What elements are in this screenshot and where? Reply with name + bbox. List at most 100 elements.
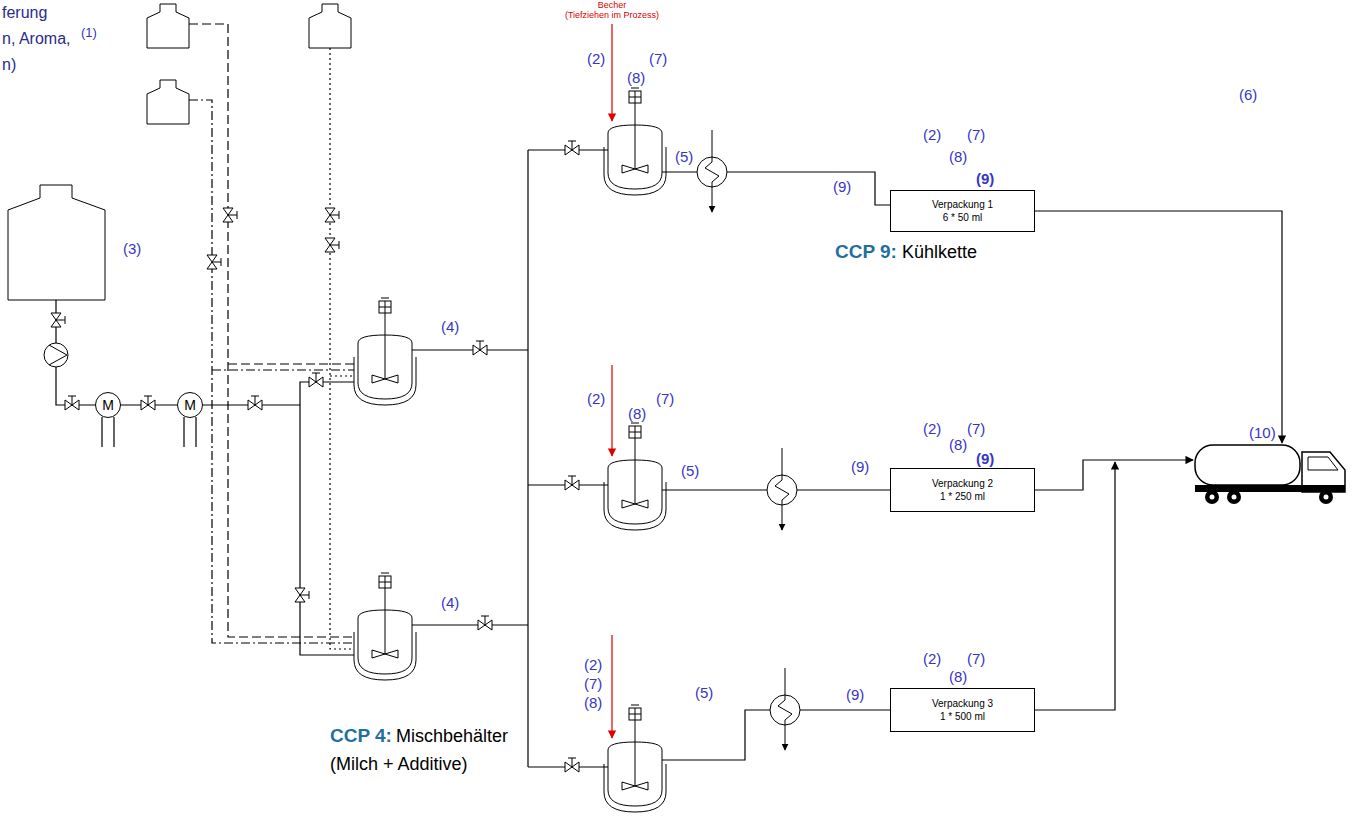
valve-symbol (565, 758, 579, 772)
additive-pipe (189, 24, 354, 637)
process-lines (56, 24, 1282, 767)
cup-arrow (611, 635, 612, 738)
pipe (1035, 460, 1193, 490)
cup-vessel (604, 705, 666, 812)
heat-exchanger (770, 668, 800, 750)
node-text: M (102, 398, 114, 412)
callout-number: (9) (832, 178, 852, 195)
callout-number: (2) (583, 656, 603, 673)
callout-number: (7) (966, 420, 986, 437)
packaging-box: Verpackung 16 * 50 ml (890, 190, 1035, 232)
pipe (528, 150, 608, 767)
mixing-vessel (354, 298, 416, 405)
cup-note: Becher (580, 1, 644, 11)
pipe (203, 382, 354, 655)
callout-number: (6) (1238, 86, 1258, 103)
callout-number: (8) (626, 69, 646, 86)
callout-number: (7) (583, 675, 603, 692)
valve-symbol (473, 341, 487, 355)
valve-symbol (141, 396, 155, 410)
mixing-vessel (354, 573, 416, 680)
packaging-box: Verpackung 31 * 500 ml (890, 688, 1035, 732)
ccp-label: CCP 4: (330, 722, 392, 750)
packaging-box: Verpackung 21 * 250 ml (890, 468, 1035, 512)
valve-symbol (295, 588, 309, 602)
callout-number: (8) (583, 694, 603, 711)
cup-vessel (604, 423, 666, 530)
callout-number: (2) (586, 390, 606, 407)
pump-symbol (49, 345, 67, 365)
callout-number: (2) (922, 650, 942, 667)
truck-tank (1195, 445, 1300, 485)
cup-note: (Tiefziehen im Prozess) (557, 11, 667, 21)
additive-tank (309, 4, 351, 48)
callout-number: (8) (948, 148, 968, 165)
pump-symbol (44, 343, 68, 367)
source-text: n, Aroma, (2, 30, 70, 48)
additive-tank (147, 80, 189, 124)
pipe (662, 489, 890, 490)
valve-symbol (51, 313, 65, 327)
callout-number: (5) (694, 684, 714, 701)
callout-number: (2) (922, 420, 942, 437)
ccp-label: CCP 9: (835, 238, 897, 266)
node-text: Verpackung 2 (932, 477, 993, 490)
callout-number: (8) (627, 405, 647, 422)
node-text: M (184, 398, 196, 412)
callout-number: (4) (440, 594, 460, 611)
node-text: 1 * 250 ml (940, 490, 985, 503)
tanker-truck (1195, 445, 1345, 504)
valve-symbol (223, 208, 237, 222)
valve-symbol (248, 396, 262, 410)
valve-symbol (325, 208, 339, 222)
meter-circle: M (177, 392, 203, 418)
callout-number: (8) (948, 436, 968, 453)
additive-pipe (189, 100, 354, 643)
valve-symbol (65, 396, 79, 410)
ccp-text: Kühlkette (902, 238, 977, 266)
callout-number: (9) (845, 686, 865, 703)
truck-wheel (1205, 490, 1219, 504)
heat-exchanger (767, 448, 797, 530)
heat-exchanger (697, 130, 727, 212)
callout-number: (4) (440, 318, 460, 335)
callout-number: (7) (655, 390, 675, 407)
truck-hub (1210, 495, 1215, 500)
meter-circle: M (95, 392, 121, 418)
callout-number: (9) (850, 458, 870, 475)
pipe (412, 350, 528, 625)
truck-wheel (1227, 490, 1241, 504)
pipe (1035, 211, 1282, 443)
truck-window (1308, 457, 1338, 470)
callout-number: (5) (674, 148, 694, 165)
callout-number: (7) (966, 126, 986, 143)
callout-number: (9) (975, 450, 995, 467)
vessels (354, 88, 800, 812)
truck-wheel (1319, 490, 1333, 504)
valve-symbol (309, 373, 323, 387)
callout-number: (10) (1248, 424, 1277, 441)
node-text: 1 * 500 ml (940, 710, 985, 723)
milk-tank (8, 185, 105, 300)
callout-number: (9) (975, 170, 995, 187)
meter-legs (102, 417, 196, 447)
pipe (1035, 462, 1115, 710)
valve-symbol (325, 238, 339, 252)
additive-tank (147, 4, 189, 48)
cup-arrow (611, 365, 612, 456)
callout-number: (3) (122, 240, 142, 257)
valves (51, 141, 579, 772)
pipe (662, 710, 890, 760)
source-text: n) (2, 56, 16, 74)
node-text: Verpackung 1 (932, 198, 993, 211)
callout-number: (7) (648, 50, 668, 67)
source-text: ferung (2, 4, 47, 22)
ccp-text: Mischbehälter (Milch + Additive) (330, 722, 520, 778)
valve-symbol (565, 141, 579, 155)
truck-hub (1232, 495, 1237, 500)
pipe (662, 172, 890, 205)
callout-number: (2) (586, 50, 606, 67)
callout-number: (2) (922, 126, 942, 143)
